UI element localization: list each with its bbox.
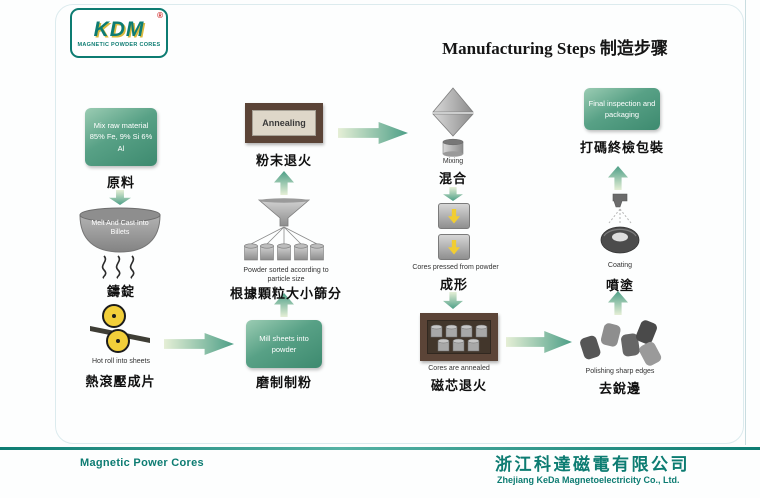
step-powder-anneal-label: 粉末退火 xyxy=(255,153,312,168)
press-down-arrow-icon xyxy=(448,239,460,255)
step-mill-label: 磨制制粉 xyxy=(255,375,312,390)
step-coating-label: 噴塗 xyxy=(605,278,634,293)
powder-sorting-icon xyxy=(243,198,325,264)
mixing-icon xyxy=(431,87,475,157)
step-deburr-label: 去銳邊 xyxy=(598,381,641,396)
polishing-icon xyxy=(578,318,662,366)
step-raw-material-box: Mix raw material 85% Fe, 9% Si 6% Al xyxy=(85,108,157,166)
melt-cast-caption: Melt And Cast Into Billets xyxy=(91,220,149,237)
company-name-cn: 浙江科達磁電有限公司 xyxy=(495,455,690,474)
step-final-label: 打碼終檢包裝 xyxy=(579,140,664,155)
mixing-caption: Mixing xyxy=(442,158,464,165)
logo-brand-text: KDM xyxy=(93,17,145,41)
step-core-anneal-label: 磁芯退火 xyxy=(430,378,487,393)
press-down-arrow-icon xyxy=(448,208,460,224)
registered-mark-icon: ® xyxy=(157,11,163,20)
hot-roll-caption: Hot roll into sheets xyxy=(92,358,150,365)
step-press-label: 成形 xyxy=(439,277,468,292)
step-mixing-label: 混合 xyxy=(438,171,467,186)
powder-annealing-caption: Annealing xyxy=(262,118,306,128)
step-raw-material-label: 原料 xyxy=(106,175,135,190)
coating-caption: Coating xyxy=(607,262,633,269)
core-annealing-furnace-icon xyxy=(420,313,498,361)
core-annealing-caption: Cores are annealed xyxy=(428,365,490,372)
polishing-caption: Polishing sharp edges xyxy=(585,368,655,375)
company-name-en: Zhejiang KeDa Magnetoelectricity Co., Lt… xyxy=(497,475,680,485)
page-title: Manufacturing Steps 制造步骤 xyxy=(442,39,668,58)
core-press-caption: Cores pressed from powder xyxy=(412,264,499,271)
step-hotroll-label: 熱滾壓成片 xyxy=(85,374,156,389)
powder-sorting-caption: Powder sorted according to particle size xyxy=(243,267,329,284)
powder-annealing-furnace-icon: Annealing xyxy=(245,103,323,143)
steam-icon xyxy=(98,255,142,279)
step-final-inspection-box: Final inspection and packaging xyxy=(584,88,660,130)
melt-cast-crucible-icon: Melt And Cast Into Billets xyxy=(78,206,162,254)
coating-icon xyxy=(596,193,644,259)
footer-tagline: Magnetic Power Cores xyxy=(80,457,204,469)
hot-roll-icon xyxy=(90,300,152,356)
core-press-icon xyxy=(438,203,470,261)
step-cast-label: 鑄錠 xyxy=(106,284,135,299)
logo-subtitle: MAGNETIC POWDER CORES xyxy=(77,41,161,48)
step-sort-label: 根據顆粒大小篩分 xyxy=(229,286,342,301)
kdm-logo: KDM MAGNETIC POWDER CORES ® xyxy=(70,8,168,58)
decorative-frame xyxy=(55,4,744,444)
step-mill-box: Mill sheets into powder xyxy=(246,320,322,368)
footer-divider xyxy=(0,447,760,450)
right-divider-line xyxy=(745,0,746,445)
